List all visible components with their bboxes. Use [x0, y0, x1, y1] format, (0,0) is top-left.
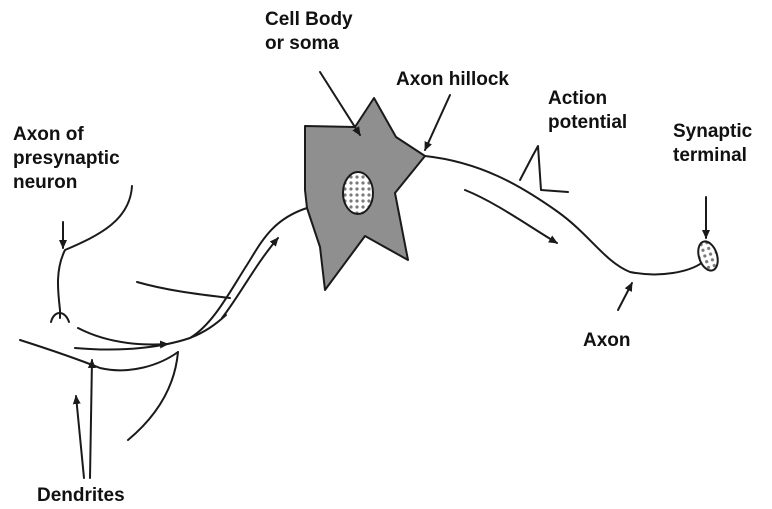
dendrite-upper-branch	[137, 282, 230, 298]
dendrite-arrow-upper	[222, 238, 278, 318]
dendrite-arrow-lower	[78, 328, 168, 344]
synaptic-terminal-label-line1: Synaptic	[673, 120, 752, 144]
presynaptic-axon-label-line3: neuron	[13, 171, 120, 195]
action-potential-label: Action potential	[548, 87, 627, 135]
axon-pointer	[618, 283, 632, 310]
axon-hillock-label-text: Axon hillock	[396, 68, 509, 92]
dendrites-pointer-right	[90, 360, 92, 478]
dendrite-trunk	[75, 208, 307, 350]
nucleus	[343, 172, 373, 214]
presynaptic-axon	[58, 186, 132, 310]
presynaptic-axon-label-line1: Axon of	[13, 123, 120, 147]
cell-body-label-line2: or soma	[265, 32, 353, 56]
synaptic-terminal-label: Synaptic terminal	[673, 120, 752, 168]
presynaptic-axon-label: Axon of presynaptic neuron	[13, 123, 120, 195]
action-potential-label-line1: Action	[548, 87, 627, 111]
axon-direction-arrow	[465, 190, 557, 243]
action-potential-spike	[520, 146, 568, 192]
dendrites-label: Dendrites	[37, 484, 125, 508]
dendrites-pointer-left	[76, 396, 84, 478]
action-potential-label-line2: potential	[548, 111, 627, 135]
presynaptic-axon-label-line2: presynaptic	[13, 147, 120, 171]
axon	[425, 156, 703, 274]
axon-label: Axon	[583, 329, 631, 353]
synaptic-terminal-label-line2: terminal	[673, 144, 752, 168]
synaptic-terminal	[695, 239, 721, 273]
axon-hillock-pointer	[425, 95, 450, 150]
axon-label-text: Axon	[583, 329, 631, 353]
cell-body-label: Cell Body or soma	[265, 8, 353, 56]
cell-body-label-line1: Cell Body	[265, 8, 353, 32]
axon-hillock-label: Axon hillock	[396, 68, 509, 92]
dendrites-label-text: Dendrites	[37, 484, 125, 508]
